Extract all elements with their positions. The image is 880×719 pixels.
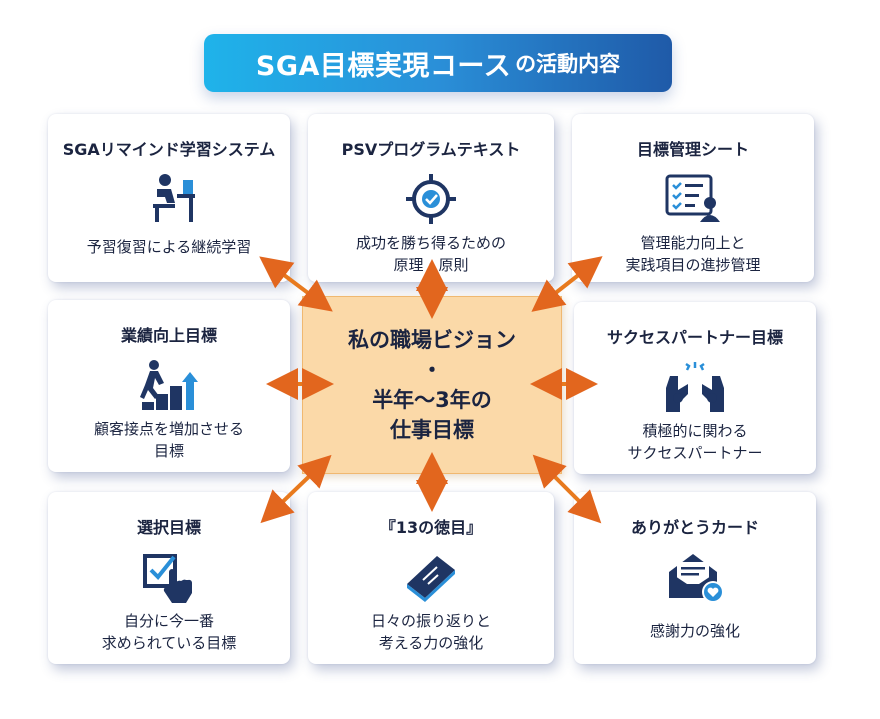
card-desc: 予習復習による継続学習 [48, 236, 290, 258]
card-desc: 管理能力向上と 実践項目の進捗管理 [572, 232, 814, 276]
card-desc-line1: 日々の振り返りと [370, 612, 491, 630]
card-desc-line1: 自分に今一番 [123, 612, 214, 630]
card-title: PSVプログラムテキスト [341, 140, 521, 159]
card-performance: 業績向上目標 顧客接点を増加させる 目標 [48, 300, 290, 472]
arrow-bottom-right [532, 454, 602, 524]
card-thanks: ありがとうカード 感謝力の強化 [574, 492, 816, 664]
heart-mail-icon [665, 550, 725, 610]
center-line4: 仕事目標 [390, 418, 474, 442]
card-sga-remind: SGAリマインド学習システム 予習復習による継続学習 [48, 114, 290, 282]
center-line1: 私の職場ビジョン [348, 328, 516, 352]
card-desc-line1: 積極的に関わる [642, 422, 748, 440]
checklist-user-icon [663, 172, 723, 228]
card-title: SGAリマインド学習システム [62, 140, 276, 159]
arrow-bottom-left [260, 454, 332, 524]
card-desc: 感謝力の強化 [574, 620, 816, 642]
card-desc-line2: 目標 [153, 442, 184, 460]
card-desc: 顧客接点を増加させる 目標 [48, 418, 290, 462]
card-desc: 日々の振り返りと 考える力の強化 [308, 610, 554, 654]
target-icon [404, 172, 458, 230]
card-desc-line1: 予習復習による継続学習 [86, 238, 252, 256]
arrow-top-right [531, 256, 603, 312]
study-desk-icon [139, 172, 199, 228]
checkbox-hand-icon [141, 550, 197, 608]
card-title: 業績向上目標 [120, 326, 217, 345]
card-choice: 選択目標 自分に今一番 求められている目標 [48, 492, 290, 664]
title-banner: SGA目標実現コース の活動内容 [204, 34, 672, 92]
growth-stairs-icon [138, 358, 200, 416]
book-icon [401, 550, 461, 608]
card-desc-line1: 管理能力向上と [640, 234, 746, 252]
arrow-top-left [259, 256, 333, 312]
high-five-icon [662, 360, 728, 418]
card-title: サクセスパートナー目標 [606, 328, 783, 347]
title-sub: の活動内容 [515, 52, 621, 76]
card-desc-line2: 実践項目の進捗管理 [625, 256, 761, 274]
card-desc: 積極的に関わる サクセスパートナー [574, 420, 816, 464]
card-desc: 自分に今一番 求められている目標 [48, 610, 290, 654]
card-desc-line1: 感謝力の強化 [649, 622, 740, 640]
card-partner: サクセスパートナー目標 積極的に関わる サクセスパートナー [574, 302, 816, 474]
card-desc-line1: 顧客接点を増加させる [93, 420, 244, 438]
card-title: 『13の徳目』 [379, 518, 483, 537]
title-main: SGA目標実現コース [255, 50, 512, 82]
card-goal-sheet: 目標管理シート 管理能力向上と 実践項目の進捗管理 [572, 114, 814, 282]
card-desc-line2: 考える力の強化 [378, 634, 484, 652]
card-title: ありがとうカード [630, 518, 759, 537]
card-desc-line1: 成功を勝ち得るための [355, 234, 506, 252]
card-desc-line2: 求められている目標 [101, 634, 237, 652]
card-psv: PSVプログラムテキスト 成功を勝ち得るための 原理・原則 [308, 114, 554, 282]
center-line3: 半年～3年の [372, 388, 492, 412]
card-desc-line2: サクセスパートナー [627, 444, 763, 462]
center-vision-box: 私の職場ビジョン ・ 半年～3年の 仕事目標 [302, 296, 562, 474]
card-virtues: 『13の徳目』 日々の振り返りと 考える力の強化 [308, 492, 554, 664]
card-title: 選択目標 [136, 518, 201, 537]
center-line2: ・ [421, 358, 443, 382]
card-title: 目標管理シート [636, 140, 749, 159]
